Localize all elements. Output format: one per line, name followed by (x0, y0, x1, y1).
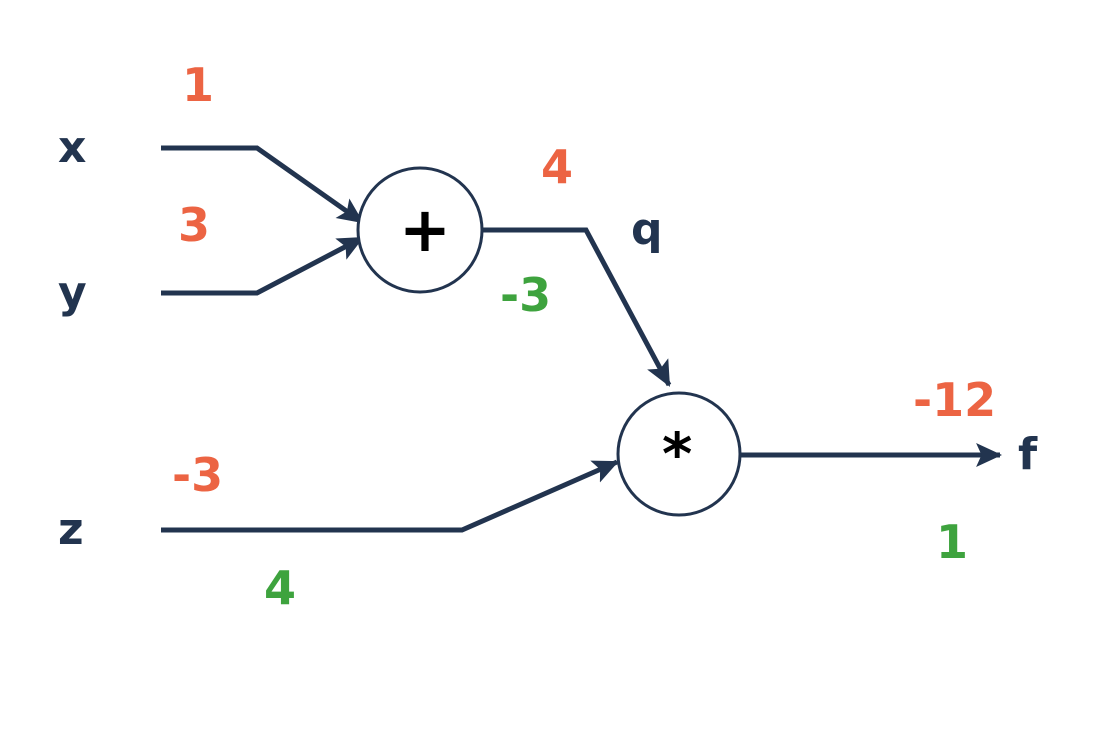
forward-value-f: -12 (913, 373, 997, 427)
add-node-circle[interactable] (356, 166, 484, 294)
edge-q-to-multiply (483, 227, 672, 387)
gradient-value-z: 4 (264, 561, 297, 615)
gradient-value-f: 1 (936, 515, 969, 569)
forward-value-q: 4 (541, 140, 574, 194)
forward-value-y: 3 (178, 198, 211, 252)
edge-label-q: q (631, 204, 663, 255)
multiply-node-circle[interactable] (616, 391, 742, 517)
edge-y-to-add (161, 235, 364, 296)
multiply-operator-glyph: * (662, 420, 693, 488)
forward-value-z: -3 (172, 448, 224, 502)
input-label-z: z (58, 504, 84, 555)
gradient-value-q: -3 (500, 268, 552, 322)
input-label-y: y (58, 267, 87, 318)
output-label-f: f (1018, 429, 1038, 480)
input-label-x: x (58, 122, 87, 173)
add-operator-glyph: + (399, 193, 451, 266)
edge-z-to-multiply (161, 459, 619, 533)
edge-x-to-add (161, 145, 364, 225)
forward-value-x: 1 (182, 58, 215, 112)
